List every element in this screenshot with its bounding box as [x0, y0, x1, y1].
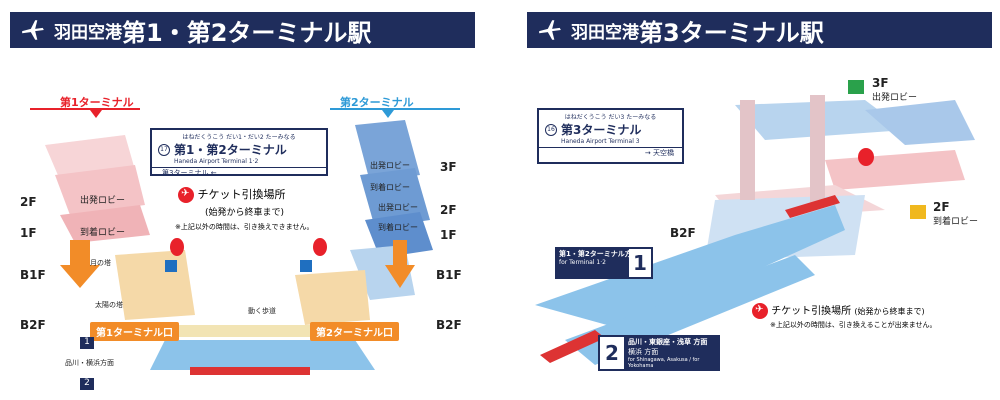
t1-down-arrow — [60, 240, 100, 288]
t3-platform1-sign: 第1・第2ターミナル方面 for Terminal 1·2 1 — [555, 247, 653, 279]
t3-station-number-icon: 16 — [545, 123, 557, 136]
moon-tower-label: 月の塔 — [90, 259, 111, 267]
platform2-number: 2 — [80, 378, 94, 390]
t12-sign-en: Haneda Airport Terminal 1·2 — [174, 158, 259, 165]
t12-ticket-marker-2 — [313, 238, 327, 256]
floor-b2f-right: B2F — [436, 318, 462, 332]
t12-ticket-info: チケット引換場所 — [178, 186, 286, 203]
t12-sign-kana: はねだくうこう だい1・だい2 たーみなる — [182, 134, 296, 141]
t3-sign-en: Haneda Airport Terminal 3 — [561, 138, 640, 145]
t2-arrival-1f: 到着ロビー — [378, 223, 418, 232]
right-title-big: 第3ターミナル駅 — [639, 18, 824, 47]
t3-departure-lobby: 出発ロビー — [872, 93, 918, 103]
t3-platform2-en: for Shinagawa, Asakusa / for Yokohama — [628, 357, 700, 369]
floor-1f-left: 1F — [20, 226, 37, 240]
t12-sign-station: 第1・第2ターミナル — [174, 143, 287, 157]
t3-floor-3f: 3F — [872, 76, 889, 90]
terminal1-underline — [30, 108, 140, 110]
t3-platform2-sub: 横浜 方面 — [628, 348, 659, 356]
t12-sign-next: 第3ターミナル — [162, 169, 209, 177]
restroom-icon-2 — [300, 260, 312, 272]
terminal2-label: 第2ターミナル — [340, 96, 414, 109]
t12-ticket-note: ※上記以外の時間は、引き換えできません。 — [175, 223, 314, 231]
t3-ticket-title: チケット引換場所 — [771, 306, 852, 317]
t2-arrival-2f: 到着ロビー — [370, 183, 410, 192]
floor-b2f-left: B2F — [20, 318, 46, 332]
floor-b1f-right: B1F — [436, 268, 462, 282]
t12-station-sign: はねだくうこう だい1・だい2 たーみなる 17 第1・第2ターミナル Hane… — [150, 128, 328, 177]
t1-arrival-lobby: 到着ロビー — [80, 228, 126, 238]
platform1-number: 1 — [80, 337, 94, 349]
t2-down-arrow — [385, 240, 415, 288]
terminal2-arrow — [382, 110, 394, 118]
t12-ticket-title: チケット引換場所 — [197, 188, 286, 201]
t3-floor-b2f: B2F — [670, 226, 696, 240]
moving-walkway-label: 動く歩道 — [248, 307, 276, 315]
floor-3f-right: 3F — [440, 160, 457, 174]
floor-2f-right: 2F — [440, 203, 457, 217]
t3-ticket-info: チケット引換場所 (始発から終車まで) — [752, 302, 925, 319]
floor-1f-right: 1F — [440, 228, 457, 242]
t2-departure-3f: 出発ロビー — [370, 161, 410, 170]
t3-station-sign: はねだくうこう だい3 たーみなる 16 第3ターミナル Haneda Airp… — [537, 108, 684, 164]
t3-platform2-sign: 2 品川・東銀座・浅草 方面 横浜 方面 for Shinagawa, Asak… — [598, 335, 720, 371]
t12-ticket-hours: (始発から終車まで) — [205, 208, 285, 218]
t3-platform2-title: 品川・東銀座・浅草 方面 — [628, 338, 708, 346]
terminal2-underline — [330, 108, 460, 110]
t3-ticket-plane-icon — [752, 303, 768, 319]
arrival-gate-icon — [910, 205, 926, 219]
terminal1-floors — [45, 135, 150, 243]
exit-terminal1-tag: 第1ターミナル口 — [90, 322, 179, 341]
sun-tower-label: 太陽の塔 — [95, 301, 123, 309]
left-panel-header: 羽田空港 第1・第2ターミナル駅 — [10, 12, 475, 48]
terminal1-arrow — [90, 110, 102, 118]
t3-ticket-marker — [858, 148, 874, 166]
t1-departure-lobby: 出発ロビー — [80, 196, 126, 206]
t12-ticket-marker-1 — [170, 238, 184, 256]
left-title-big: 第1・第2ターミナル駅 — [122, 18, 372, 47]
floor-b1f-left: B1F — [20, 268, 46, 282]
exit-terminal2-tag: 第2ターミナル口 — [310, 322, 399, 341]
left-title-small: 羽田空港 — [54, 22, 122, 43]
terminal1-label: 第1ターミナル — [60, 96, 134, 109]
arrow-left-icon: ← — [210, 169, 217, 177]
t3-sign-kana: はねだくうこう だい3 たーみなる — [564, 114, 657, 121]
t3-platform1-sub: for Terminal 1·2 — [559, 259, 606, 266]
terminal3-map — [535, 95, 975, 365]
t3-platform1-number: 1 — [629, 249, 651, 277]
b1f-concourse — [115, 250, 375, 375]
t3-floor-2f: 2F — [933, 200, 950, 214]
t2-departure-2f: 出発ロビー — [378, 203, 418, 212]
right-title-small: 羽田空港 — [571, 22, 639, 43]
t3-platform1-title: 第1・第2ターミナル方面 — [559, 250, 639, 258]
t3-ticket-hours: (始発から終車まで) — [854, 307, 925, 316]
restroom-icon-1 — [165, 260, 177, 272]
t3-arrival-lobby: 到着ロビー — [933, 217, 979, 227]
departure-gate-icon — [848, 80, 864, 94]
t3-platform2-number: 2 — [600, 337, 624, 369]
right-panel-header: 羽田空港 第3ターミナル駅 — [527, 12, 992, 48]
terminal2-floors — [350, 120, 433, 300]
floor-2f-left: 2F — [20, 195, 37, 209]
airplane-icon — [539, 20, 561, 40]
airplane-icon — [22, 20, 44, 40]
t3-sign-station: 第3ターミナル — [561, 123, 642, 137]
station-number-icon: 17 — [158, 143, 170, 156]
t3-ticket-note: ※上記以外の時間は、引き換えることが出来ません。 — [770, 321, 937, 329]
direction-label-left: 品川・横浜方面 — [65, 359, 114, 367]
ticket-plane-icon — [178, 187, 194, 203]
t3-sign-next: 天空橋 — [653, 149, 674, 157]
arrow-right-icon: → — [644, 149, 653, 157]
